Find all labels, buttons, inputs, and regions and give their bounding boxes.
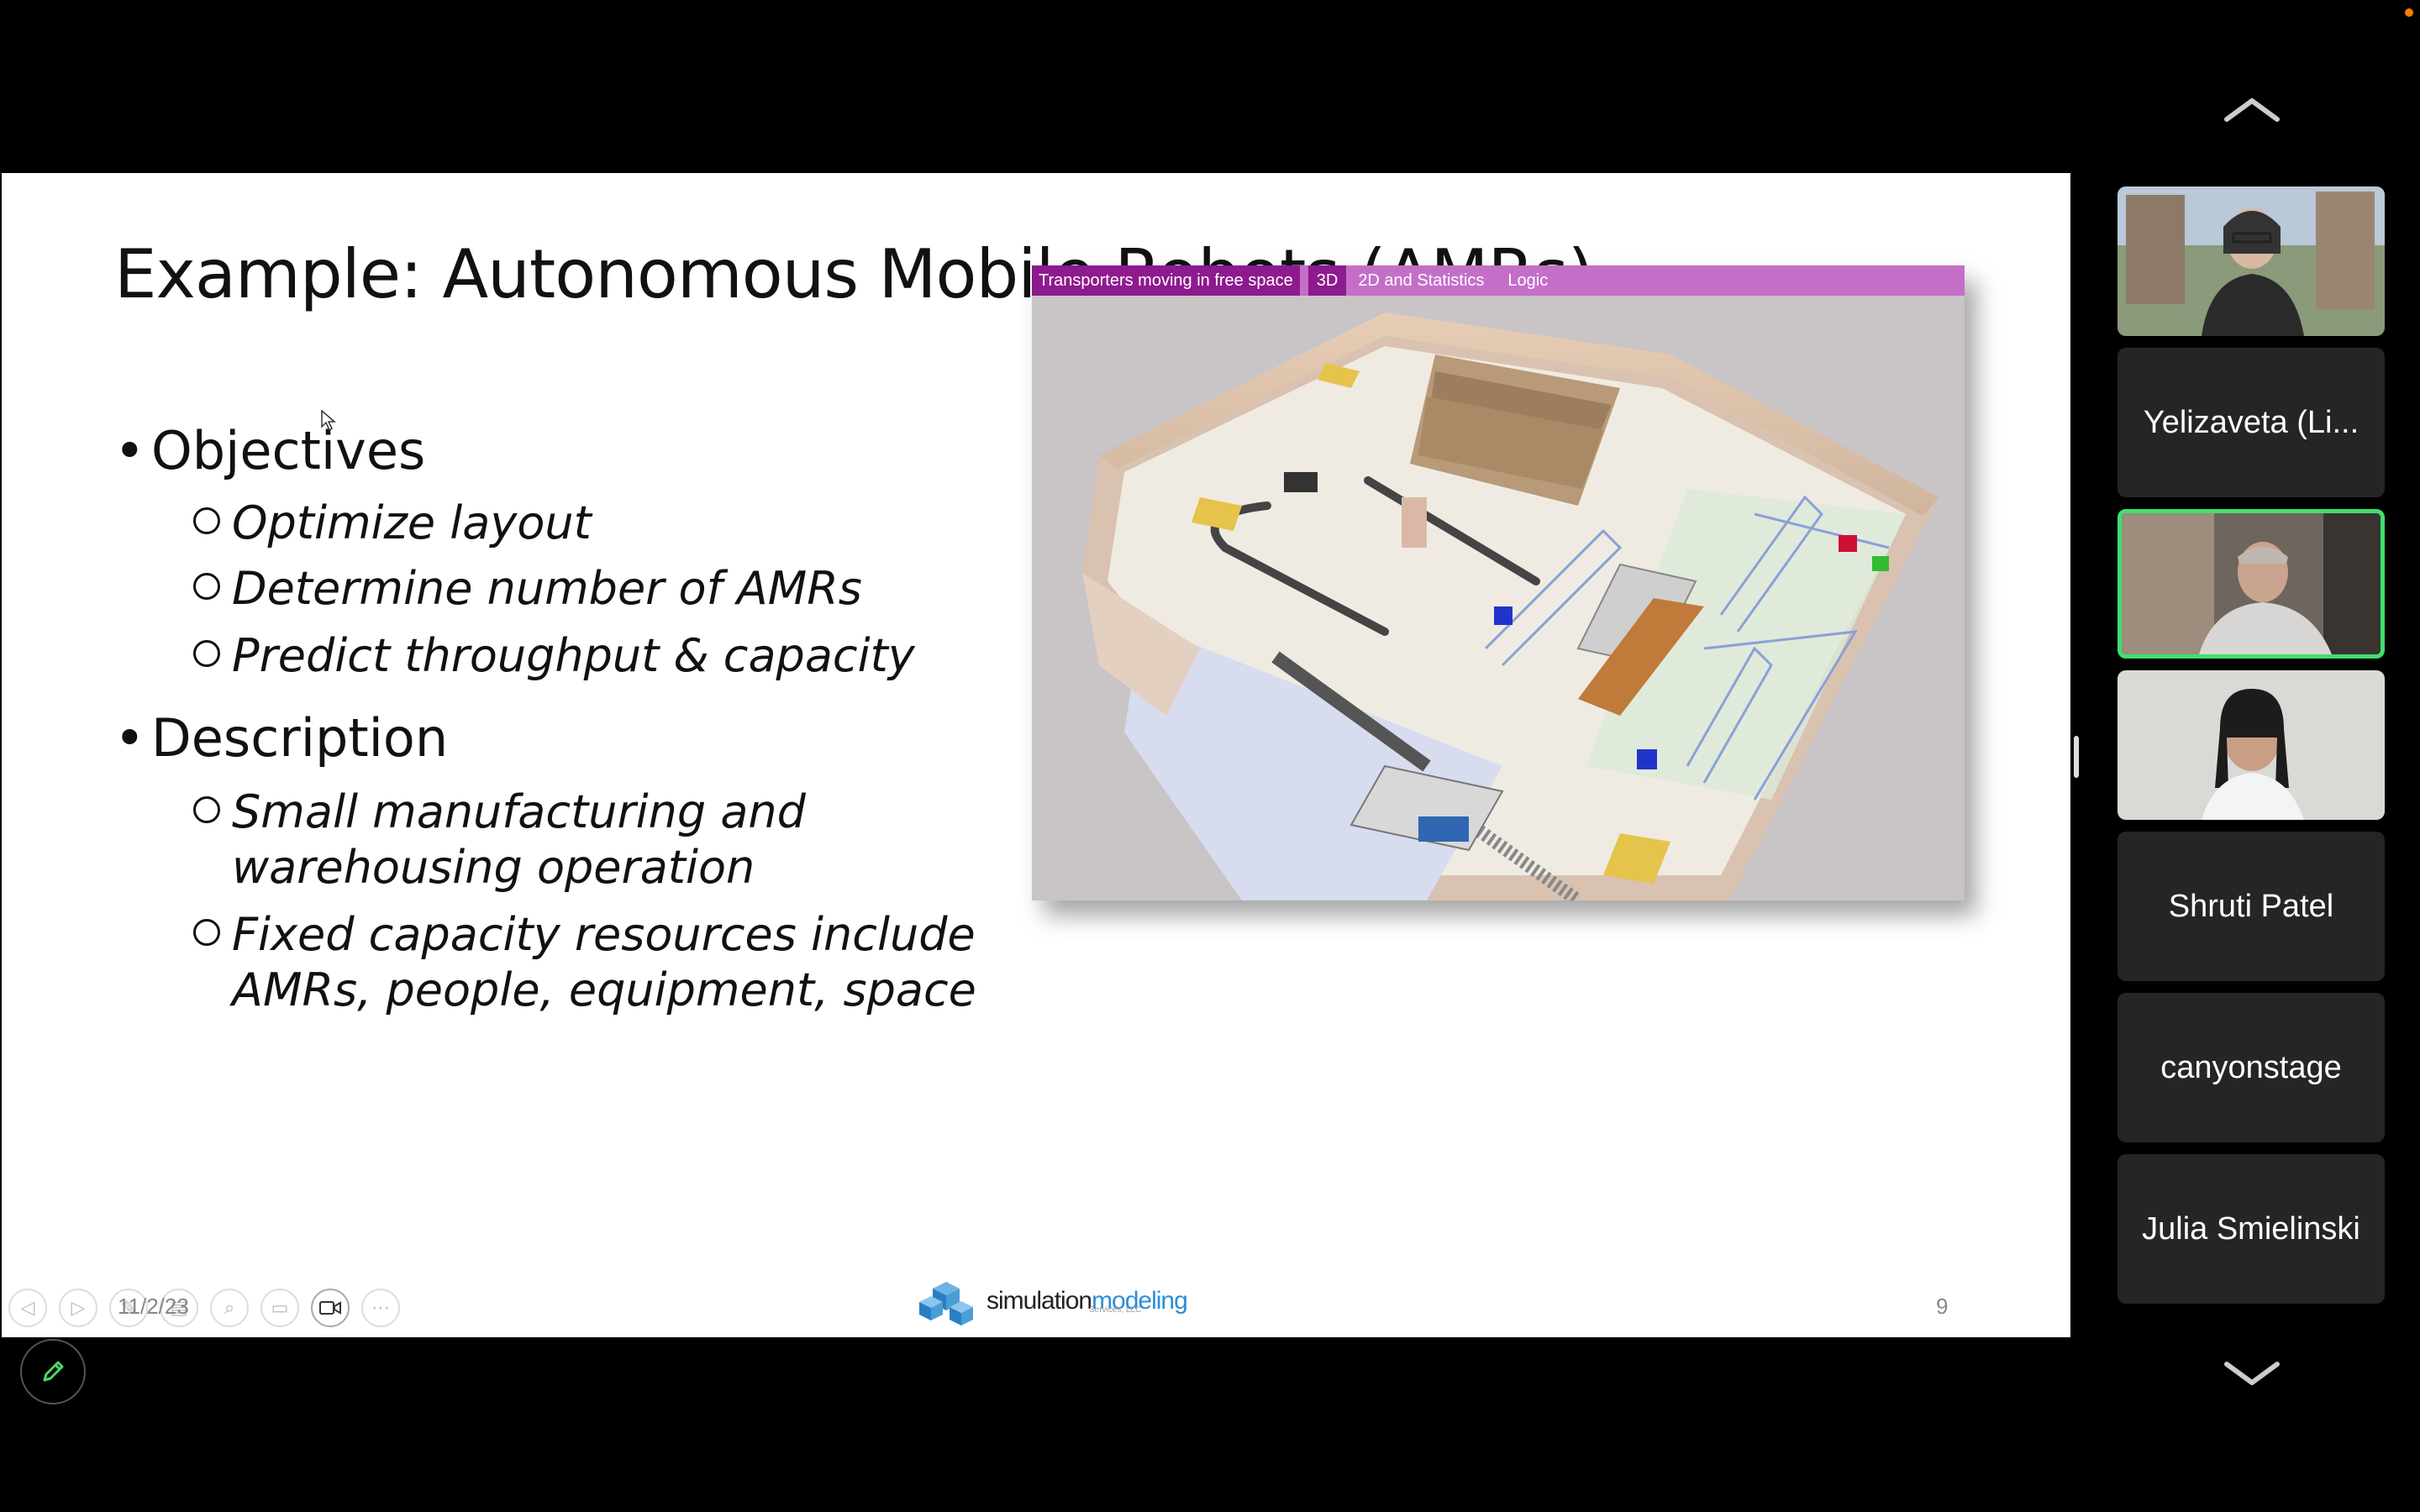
- participant-tile-2[interactable]: Yelizaveta (Li...: [2118, 348, 2385, 497]
- sub-bullet: Predict throughput & capacity: [193, 628, 915, 684]
- logo-wordmark: simulationmodeling: [986, 1287, 1188, 1315]
- pen-tool-icon[interactable]: ✎: [109, 1289, 148, 1327]
- bullet-glyph: •: [114, 420, 145, 481]
- tab-3d: 3D: [1307, 265, 1347, 296]
- participant-video-active-speaker[interactable]: [2118, 509, 2385, 659]
- chevron-up-icon: [2224, 98, 2280, 122]
- slide-date: 11/2/23: [118, 1294, 189, 1319]
- participant-tile-7[interactable]: Julia Smielinski: [2118, 1154, 2385, 1304]
- bullet-glyph: •: [114, 707, 145, 769]
- machine-base: [1418, 816, 1469, 842]
- subtitles-icon[interactable]: ▭: [260, 1289, 299, 1327]
- scroll-down-button[interactable]: [2215, 1349, 2289, 1399]
- pencil-icon: [43, 1361, 64, 1382]
- bullet-objectives: •Objectives: [114, 420, 426, 481]
- sub-bullet: Optimize layout: [193, 496, 592, 551]
- participant-tile-5[interactable]: Shruti Patel: [2118, 832, 2385, 981]
- warehouse-floor-render: [1082, 312, 1939, 900]
- camera-icon[interactable]: [311, 1289, 350, 1327]
- scroll-up-button[interactable]: [2215, 84, 2289, 134]
- participant-video-1[interactable]: [2118, 186, 2385, 336]
- video-feed-man-indoors: [2122, 513, 2381, 654]
- circle-bullet-icon: [193, 507, 220, 534]
- next-slide-icon[interactable]: ▷: [59, 1289, 97, 1327]
- presentation-toolbar: ◁ ▷ ✎ ▤ ⌕ ▭ ⋯: [8, 1289, 400, 1327]
- sub-bullet: Determine number of AMRs: [193, 561, 862, 617]
- tab-logic: Logic: [1507, 271, 1549, 290]
- simulation-tab-bar: Transporters moving in free space 3D 2D …: [1032, 265, 1965, 296]
- slides-icon[interactable]: ▤: [160, 1289, 198, 1327]
- storage-racks: [1410, 354, 1620, 506]
- mouse-cursor-icon: [321, 409, 337, 436]
- participant-name: canyonstage: [2160, 1049, 2342, 1085]
- circle-bullet-icon: [193, 796, 220, 823]
- blue-racks: [1484, 495, 1890, 801]
- participant-video-3[interactable]: [2118, 670, 2385, 820]
- more-options-icon[interactable]: ⋯: [361, 1289, 400, 1327]
- cube-logo-icon: [919, 1282, 973, 1326]
- tab-transporters: Transporters moving in free space: [1032, 265, 1300, 296]
- circle-bullet-icon: [193, 573, 220, 600]
- annotate-button[interactable]: [20, 1339, 86, 1404]
- zoom-icon[interactable]: ⌕: [210, 1289, 249, 1327]
- participant-name: Yelizaveta (Li...: [2143, 404, 2360, 440]
- bullet-description: •Description: [114, 707, 449, 769]
- circle-bullet-icon: [193, 919, 220, 946]
- previous-slide-icon[interactable]: ◁: [8, 1289, 47, 1327]
- chevron-down-icon: [2224, 1362, 2280, 1385]
- status-dot: [2405, 8, 2413, 17]
- logo-subtitle: Services, LLC: [1089, 1305, 1142, 1315]
- participant-name: Julia Smielinski: [2142, 1210, 2360, 1247]
- participant-name: Shruti Patel: [2168, 888, 2334, 924]
- simulation-modeling-logo: simulationmodeling Services, LLC: [916, 1272, 1188, 1331]
- participant-tile-6[interactable]: canyonstage: [2118, 993, 2385, 1142]
- video-feed-woman-outdoors: [2118, 186, 2385, 336]
- tab-2d-statistics: 2D and Statistics: [1358, 271, 1485, 290]
- circle-bullet-icon: [193, 640, 220, 667]
- simulation-3d-view: Transporters moving in free space 3D 2D …: [1032, 265, 1965, 900]
- video-feed-woman-indoors: [2118, 670, 2385, 820]
- slide-number: 9: [1936, 1294, 1949, 1319]
- panel-resize-handle[interactable]: [2074, 736, 2079, 778]
